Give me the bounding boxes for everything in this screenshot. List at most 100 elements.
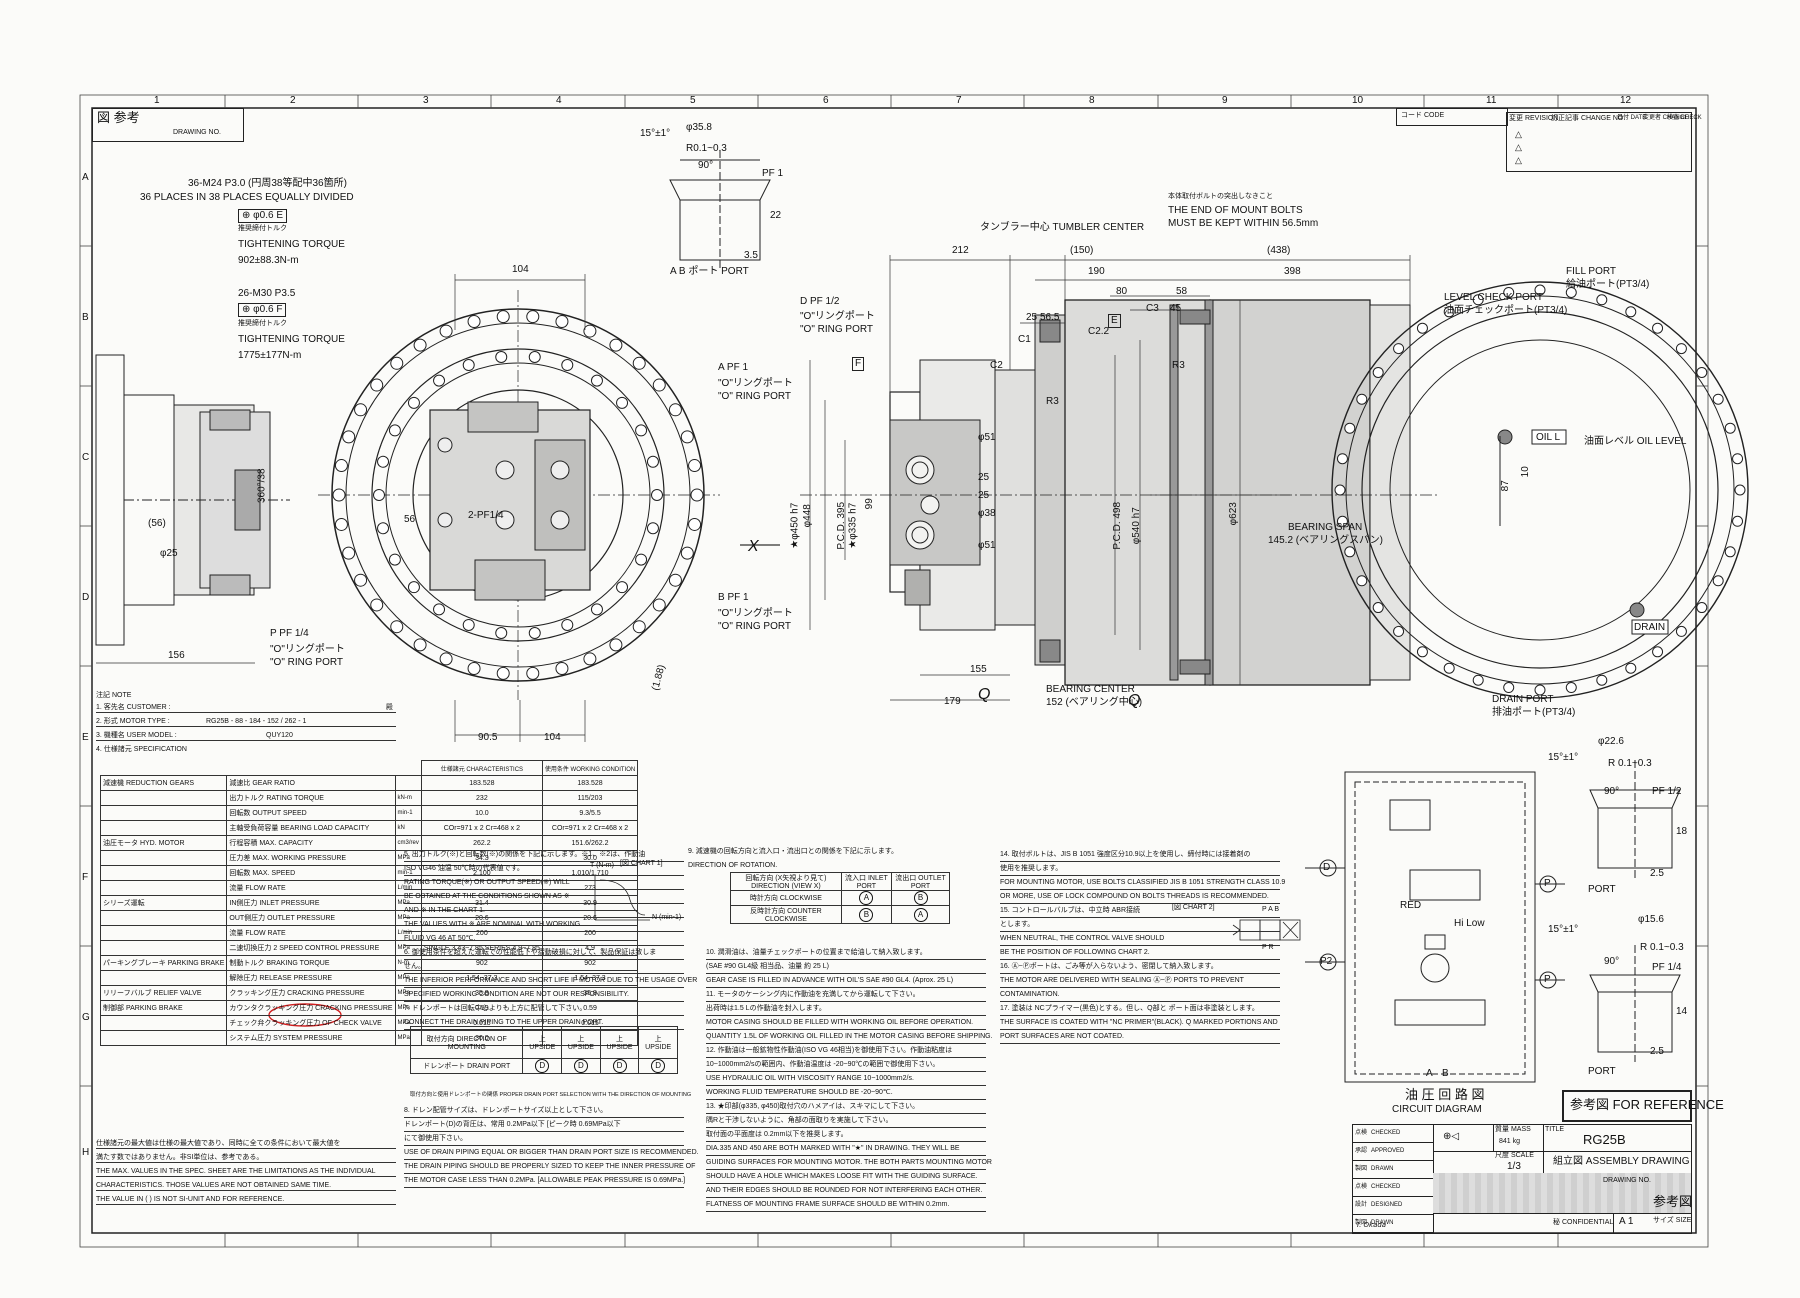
- projection-icon: ⊕◁: [1443, 1131, 1460, 1142]
- end-bolt-hole: [1534, 684, 1546, 696]
- flange-bolt-hole: [496, 666, 510, 680]
- circuit-port: P2: [1320, 956, 1333, 967]
- dim: (150): [1070, 245, 1094, 256]
- dim: C2.2: [1088, 326, 1110, 337]
- port-label: PORT: [1588, 884, 1616, 895]
- bolts1-torque: 902±88.3N-m: [238, 255, 299, 266]
- drain-table: 取付方向 DIRECTION OF MOUNTING 上 UPSIDE 上 UP…: [409, 1026, 678, 1074]
- end-bolt-hole: [1472, 294, 1484, 306]
- flange-bolt-hole: [390, 356, 404, 370]
- note-line: ISO VG46 油温 50℃時の代表値です。: [404, 862, 684, 876]
- spec-unit: min-1: [394, 805, 422, 821]
- spec-item: 回転数 OUTPUT SPEED: [226, 805, 396, 821]
- end-bolt-hole: [1712, 575, 1724, 587]
- flange-bolt-hole: [439, 652, 453, 666]
- mass-cell: 質量 MASS 841 kg: [1493, 1125, 1544, 1152]
- spec-item: 回転数 MAX. SPEED: [226, 865, 396, 881]
- port-b: B PF 1: [718, 592, 749, 603]
- datum-e: E: [1108, 314, 1121, 328]
- drawing-name: 組立図 ASSEMBLY DRAWING: [1553, 1156, 1690, 1167]
- spec-group: [99, 910, 228, 926]
- drawing-no-label: DRAWING NO.: [173, 129, 221, 136]
- end-bolt-hole: [1724, 422, 1736, 434]
- circuit-port: A: [1426, 1068, 1433, 1079]
- drain-port-jp: 排油ポート(PT3/4): [1492, 707, 1576, 718]
- flange-bolt-hole: [342, 430, 356, 444]
- rev-col: 訂正記事 CHANGE NO.: [1551, 115, 1626, 122]
- circuit-port: P: [1544, 974, 1551, 985]
- end-bolt-hole: [1625, 306, 1637, 318]
- dim: φ35.8: [686, 122, 712, 133]
- spec-item: カウンタクラッキング圧力 CRACKING PRESSURE: [226, 1000, 396, 1016]
- bearing-span: BEARING SPAN: [1288, 522, 1363, 533]
- third-angle-symbol: ⊕◁: [1433, 1125, 1494, 1152]
- drain-upside: 上 UPSIDE: [638, 1026, 678, 1059]
- end-bolt-hole: [1625, 662, 1637, 674]
- grid-row: F: [82, 872, 89, 883]
- inner-bolt-hole: [561, 618, 574, 631]
- circuit-port: P: [1544, 878, 1551, 889]
- spec-unit: kN-m: [394, 790, 422, 806]
- port-label: PORT: [1588, 1066, 1616, 1077]
- rev-col: 変更 REVISION: [1509, 115, 1559, 122]
- spec-item: OUT側圧力 OUTLET PRESSURE: [226, 910, 396, 926]
- scale-value: 1/3: [1507, 1161, 1521, 1172]
- dim: P.C.D. 498: [1112, 501, 1124, 550]
- note-line: 16. Ⓐ~Ⓟポートは、ごみ等が入らないよう、密閉して納入致します。: [1000, 960, 1280, 974]
- bolts1-line1: 36-M24 P3.0 (円周38等配中36箇所): [188, 178, 347, 189]
- grid-col: 3: [423, 95, 429, 106]
- dim: 10: [1519, 466, 1531, 478]
- q-mark: Q: [1128, 692, 1141, 709]
- flange-bolt-hole: [332, 488, 346, 502]
- note-line: WORKING FLUID TEMPERATURE SHOULD BE -20~…: [706, 1086, 986, 1100]
- chart1-xlabel: N (min-1): [652, 914, 682, 921]
- end-bolt-hole: [1732, 453, 1744, 465]
- spec-group: [99, 925, 228, 941]
- dim: P.C.D. 395: [836, 501, 848, 550]
- flange-bolt-hole: [583, 652, 597, 666]
- oil-level: 油面レベル OIL LEVEL: [1584, 436, 1687, 447]
- flange-bolt-hole: [680, 546, 694, 560]
- dim: 104: [512, 264, 529, 275]
- note-line: 隅Rと干渉しないように、角部の面取りを実施して下さい。: [706, 1114, 986, 1128]
- inner-bolt-hole: [433, 603, 446, 616]
- mount-note-en1: THE END OF MOUNT BOLTS: [1168, 205, 1303, 216]
- inner-bolt-hole: [495, 626, 508, 639]
- rotation-table: 回転方向 (X矢視より見て) DIRECTION (VIEW X) 流入口 IN…: [730, 872, 950, 924]
- spec-item: 圧力差 MAX. WORKING PRESSURE: [226, 850, 396, 866]
- oring-en: "O" RING PORT: [718, 621, 792, 632]
- title-model: RG25B: [1583, 1132, 1626, 1147]
- flange-bolt-hole: [467, 662, 481, 676]
- flange-bolt-hole: [690, 488, 704, 502]
- note-line: 14. 取付ボルトは、JIS B 1051 強度区分10.9以上を使用し、締付時…: [1000, 848, 1280, 862]
- inner-bolt-hole: [462, 618, 475, 631]
- note9-title: 9. 減速機の回転方向と流入口・流出口との関係を下記に示します。: [688, 848, 899, 855]
- rev-triangle-icon: △: [1515, 129, 1522, 139]
- end-bolt-hole: [1356, 393, 1368, 405]
- rot-r1: 時計方向 CLOCKWISE: [730, 890, 842, 906]
- notes-title: 注記 NOTE: [96, 692, 132, 699]
- flange-bolt-hole: [413, 638, 427, 652]
- end-bolt-hole: [1416, 322, 1428, 334]
- end-bolt-hole: [1596, 294, 1608, 306]
- rot-r2-in: B: [859, 907, 874, 922]
- notes-mid: 5. 出力トルク(※)と回転数(※)の関係を下記に示します。※1、※2は、作動油…: [404, 848, 697, 1030]
- chart1-ylabel: T (N-m): [590, 862, 614, 869]
- grid-row: B: [82, 312, 89, 323]
- inner-bolt-hole: [646, 455, 659, 468]
- dim: 90°: [698, 160, 714, 171]
- dim: 15°±1°: [1548, 752, 1579, 763]
- title-role-en: CHECKED: [1371, 1184, 1401, 1190]
- inner-bolt-hole: [528, 351, 541, 364]
- spec-value-working: 9.3/5.5: [541, 805, 639, 821]
- oil-l-tag: OIL L: [1536, 432, 1561, 443]
- note-line: RATING TORQUE(※) OR OUTPUT SPEED(※) WILL: [404, 876, 684, 890]
- dim: 25: [1026, 312, 1038, 323]
- dim: 360°/38: [256, 468, 268, 504]
- spec-group: [99, 970, 228, 986]
- note-line: USE HYDRAULIC OIL WITH VISCOSITY RANGE 1…: [706, 1072, 986, 1086]
- flange-bolt-hole: [526, 310, 540, 324]
- dim: 398: [1284, 266, 1301, 277]
